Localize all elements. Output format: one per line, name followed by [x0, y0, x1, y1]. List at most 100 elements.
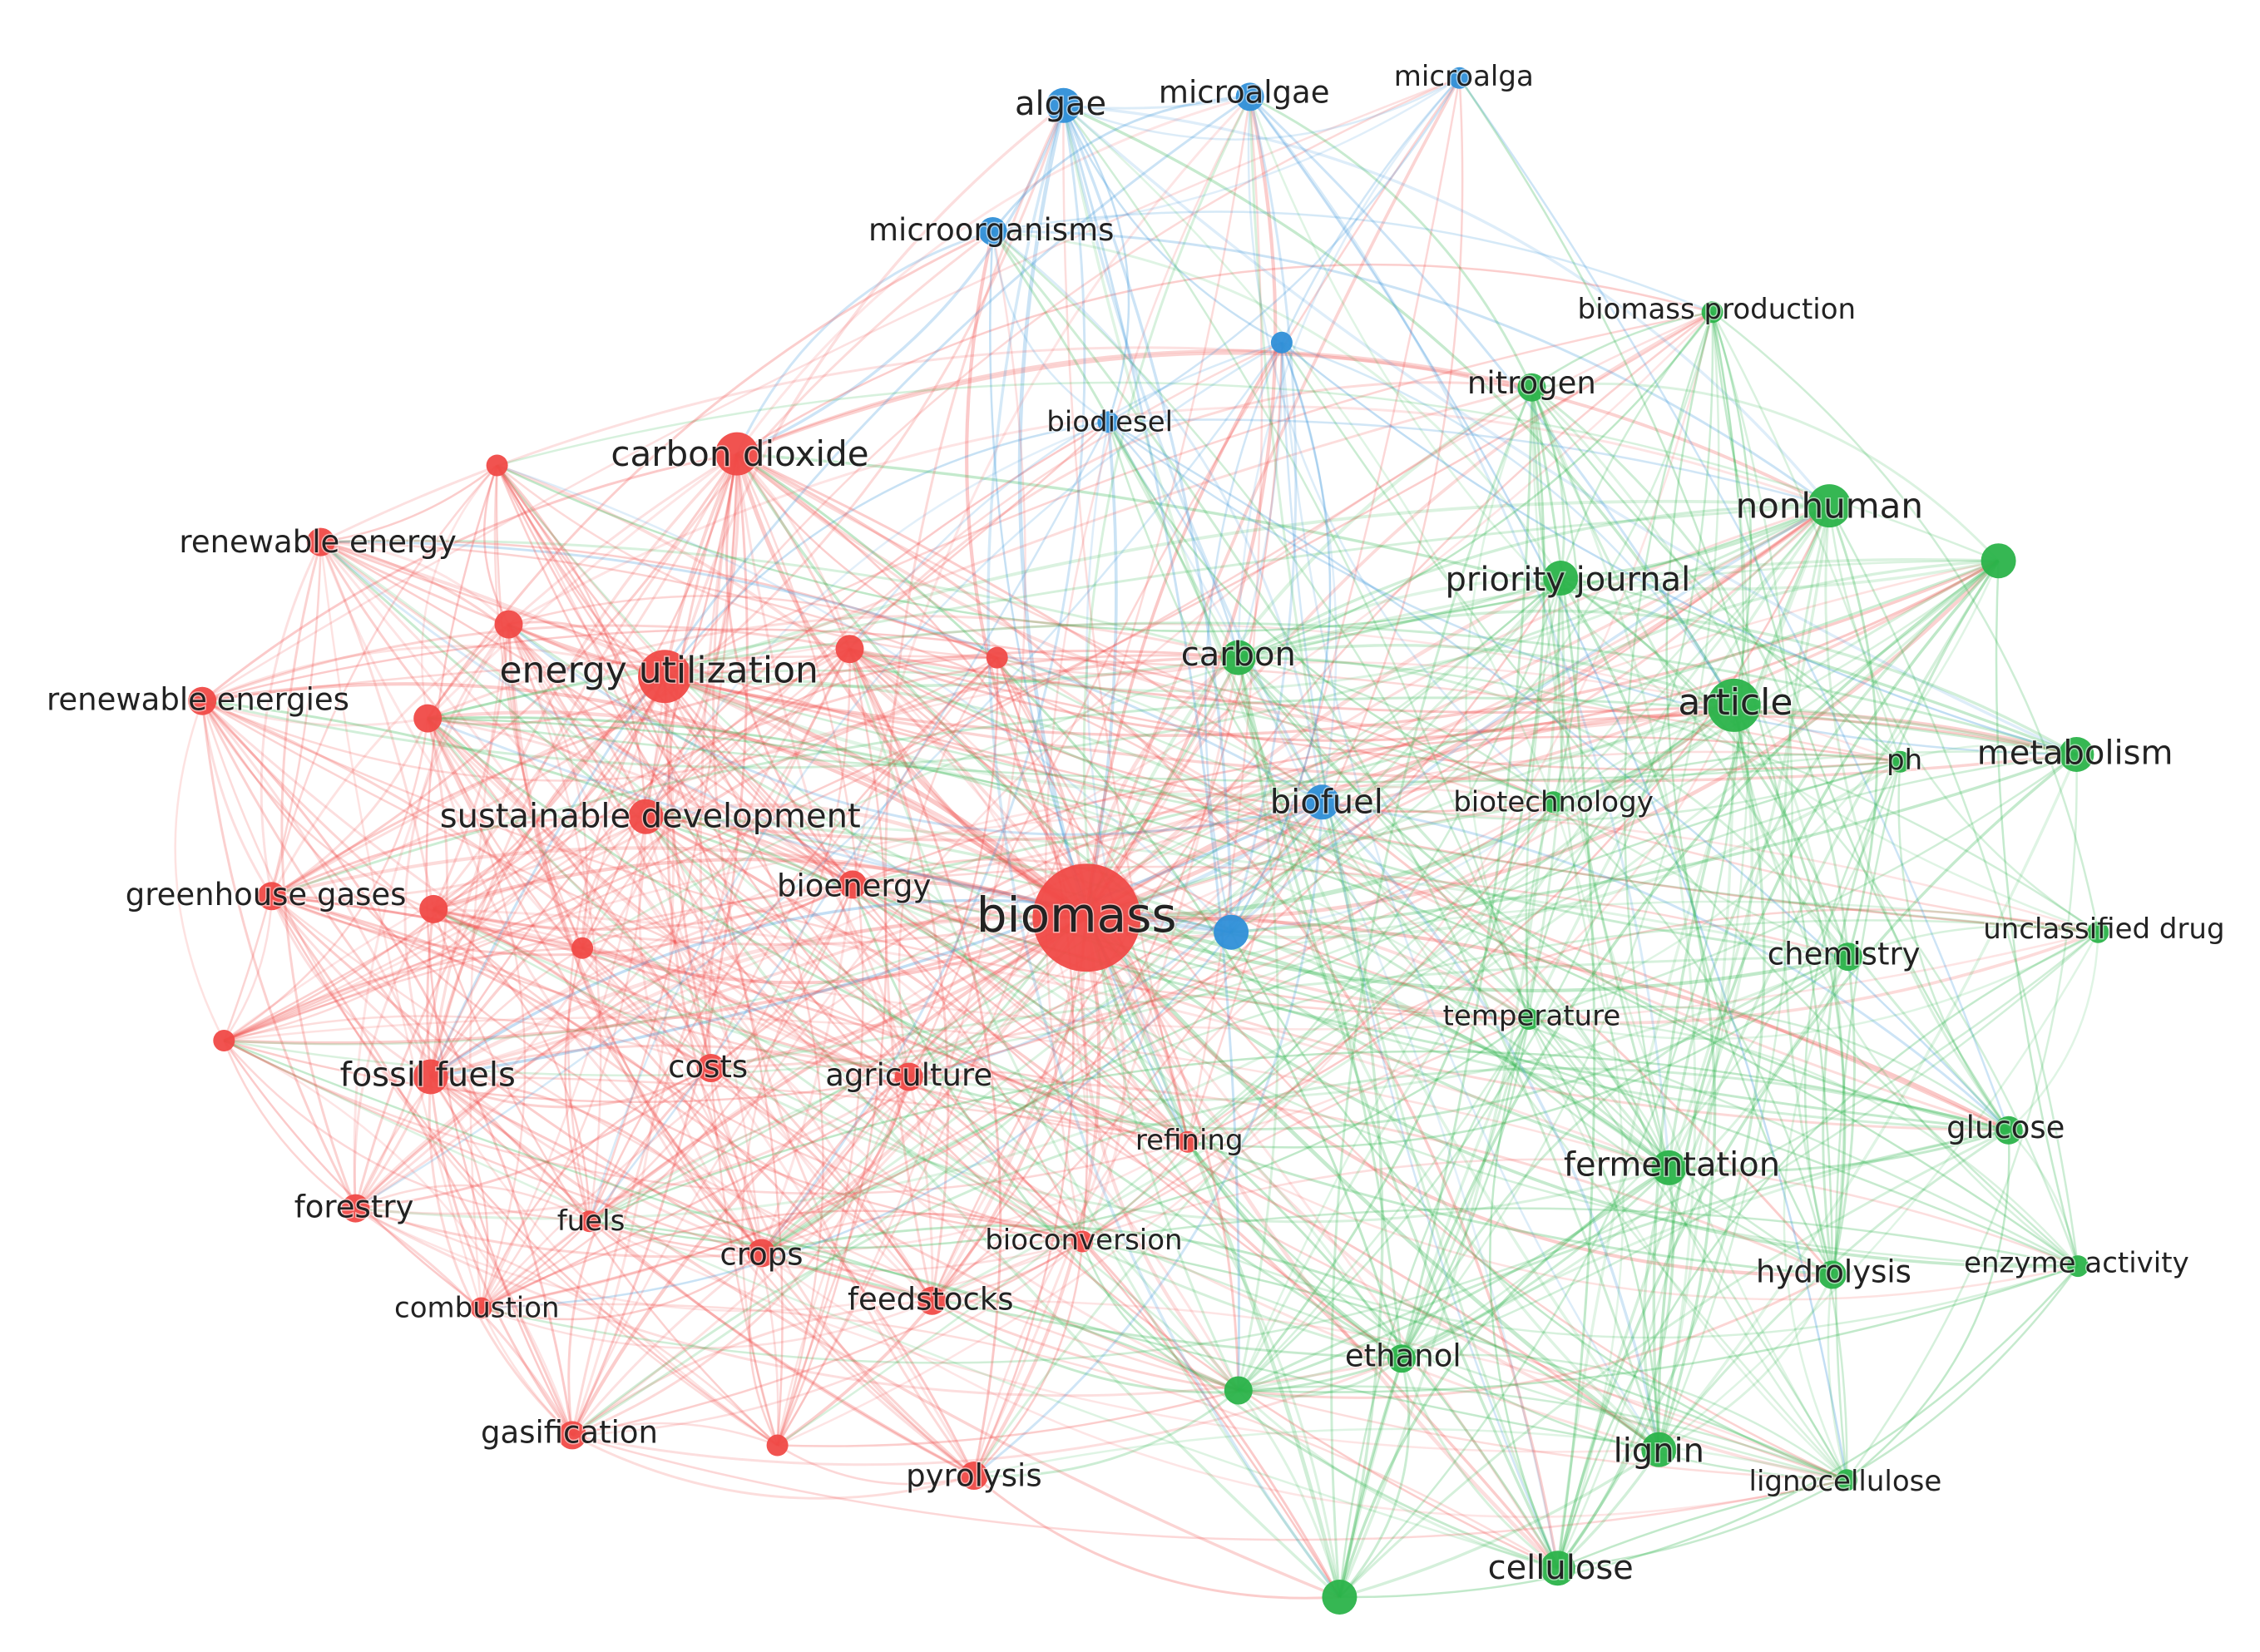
node-r6[interactable] — [419, 894, 448, 923]
node-r8[interactable] — [213, 1030, 235, 1051]
link-feedstocks-biofuel — [931, 801, 1323, 1302]
link-microorganisms-biomass-production — [992, 210, 1714, 314]
link-energy-utilization-gasification — [571, 676, 675, 1436]
node-agriculture[interactable] — [894, 1062, 923, 1091]
node-gasification[interactable] — [557, 1421, 586, 1450]
link-energy-utilization-biomass-production — [664, 311, 1713, 678]
node-r2[interactable] — [494, 610, 523, 639]
link-article-cellulose — [1556, 705, 1766, 1570]
node-b1[interactable] — [1270, 331, 1293, 354]
node-biofuel[interactable] — [1304, 784, 1340, 820]
node-r1[interactable] — [486, 454, 508, 477]
node-microalga[interactable] — [1448, 67, 1471, 89]
node-pyrolysis[interactable] — [959, 1462, 988, 1490]
node-cellulose[interactable] — [1540, 1551, 1575, 1586]
link-bioconversion-r5 — [427, 718, 1083, 1243]
node-feedstocks[interactable] — [917, 1286, 947, 1315]
node-unclassified-drug[interactable] — [2087, 921, 2109, 943]
node-r4[interactable] — [986, 646, 1008, 669]
node-bioenergy[interactable] — [838, 870, 867, 899]
link-fossil-fuels-gasification — [428, 1076, 573, 1437]
node-renewable-energies[interactable] — [188, 686, 217, 715]
node-metabolism[interactable] — [2059, 737, 2094, 772]
link-renewable-energies-refining — [201, 700, 1189, 1143]
node-ph[interactable] — [1889, 750, 1911, 773]
link-r1-r9 — [496, 464, 784, 1446]
link-combustion-r8 — [223, 1040, 482, 1309]
node-chemistry[interactable] — [1833, 942, 1862, 972]
node-energy-utilization[interactable] — [638, 650, 692, 704]
link-nonhuman-fermentation — [1667, 505, 1831, 1169]
link-b1-article — [1281, 341, 1735, 706]
node-carbon-dioxide[interactable] — [715, 432, 759, 476]
node-nonhuman[interactable] — [1808, 484, 1852, 528]
link-r3-nitrogen — [848, 381, 1532, 650]
link-b2-biotechnology — [1230, 801, 1555, 933]
link-lignin-g1 — [1657, 560, 2000, 1450]
node-microalgae[interactable] — [1235, 82, 1264, 111]
node-priority-journal[interactable] — [1543, 561, 1579, 596]
link-greenhouse-gases-r3 — [271, 648, 851, 899]
link-carbon-dioxide-sustainable-development — [645, 453, 740, 818]
label-biofuel: biofuel — [1270, 783, 1383, 821]
node-glucose[interactable] — [1994, 1115, 2023, 1145]
link-forestry-crops — [354, 1207, 762, 1259]
label-temperature: temperature — [1443, 1000, 1621, 1033]
link-biomass-r1 — [496, 463, 1088, 919]
node-costs[interactable] — [696, 1054, 725, 1082]
node-g3[interactable] — [1322, 1580, 1357, 1615]
node-hydrolysis[interactable] — [1817, 1260, 1847, 1289]
node-crops[interactable] — [747, 1239, 776, 1268]
node-greenhouse-gases[interactable] — [257, 882, 286, 911]
node-r5[interactable] — [413, 704, 443, 733]
link-crops-r5 — [426, 717, 763, 1254]
node-r7[interactable] — [571, 937, 594, 959]
link-renewable-energies-greenhouse-gases — [200, 700, 273, 898]
link-crops-pyrolysis — [760, 1252, 975, 1477]
node-r9[interactable] — [766, 1434, 789, 1457]
node-refining[interactable] — [1177, 1130, 1199, 1153]
link-greenhouse-gases-r8 — [223, 896, 273, 1041]
node-algae[interactable] — [1046, 87, 1081, 123]
link-chemistry-hydrolysis — [1831, 957, 1856, 1275]
node-enzyme-activity[interactable] — [2067, 1255, 2089, 1278]
node-bioconversion[interactable] — [1071, 1230, 1094, 1253]
node-fuels[interactable] — [578, 1210, 601, 1233]
node-forestry[interactable] — [341, 1194, 370, 1223]
node-renewable-energy[interactable] — [306, 527, 335, 556]
node-lignocellulose[interactable] — [1836, 1469, 1858, 1491]
label-nonhuman: nonhuman — [1736, 486, 1923, 527]
link-bioconversion-pyrolysis — [973, 1241, 1084, 1476]
link-r6-fermentation — [433, 908, 1670, 1170]
link-biomass-nonhuman — [1085, 504, 1831, 920]
node-combustion[interactable] — [470, 1297, 492, 1319]
link-crops-r2 — [507, 624, 763, 1254]
node-r3[interactable] — [835, 635, 864, 664]
node-nitrogen[interactable] — [1517, 373, 1546, 402]
link-carbon-dioxide-article — [735, 453, 1735, 733]
label-costs: costs — [668, 1049, 748, 1085]
label-ph: ph — [1887, 744, 1922, 777]
link-combustion-g1 — [480, 559, 1999, 1309]
link-bioenergy-ph — [852, 735, 1901, 886]
node-article[interactable] — [1707, 678, 1761, 732]
node-carbon[interactable] — [1220, 640, 1256, 675]
node-microorganisms[interactable] — [978, 217, 1007, 245]
node-fermentation[interactable] — [1651, 1150, 1687, 1185]
node-biotechnology[interactable] — [1542, 791, 1565, 814]
node-fossil-fuels[interactable] — [413, 1059, 448, 1095]
node-ethanol[interactable] — [1387, 1344, 1417, 1373]
node-temperature[interactable] — [1518, 1008, 1540, 1030]
node-g2[interactable] — [1224, 1376, 1253, 1405]
node-biomass-production[interactable] — [1701, 301, 1723, 324]
link-agriculture-biotechnology — [908, 801, 1555, 1078]
link-sustainable-development-bioconversion — [645, 816, 1083, 1243]
node-biodiesel[interactable] — [1097, 411, 1120, 433]
node-sustainable-development[interactable] — [628, 799, 664, 834]
node-lignin[interactable] — [1641, 1432, 1677, 1467]
node-g1[interactable] — [1981, 543, 2016, 579]
link-gasification-pyrolysis — [571, 1434, 975, 1500]
node-b2[interactable] — [1214, 914, 1249, 950]
node-biomass[interactable] — [1032, 863, 1141, 972]
